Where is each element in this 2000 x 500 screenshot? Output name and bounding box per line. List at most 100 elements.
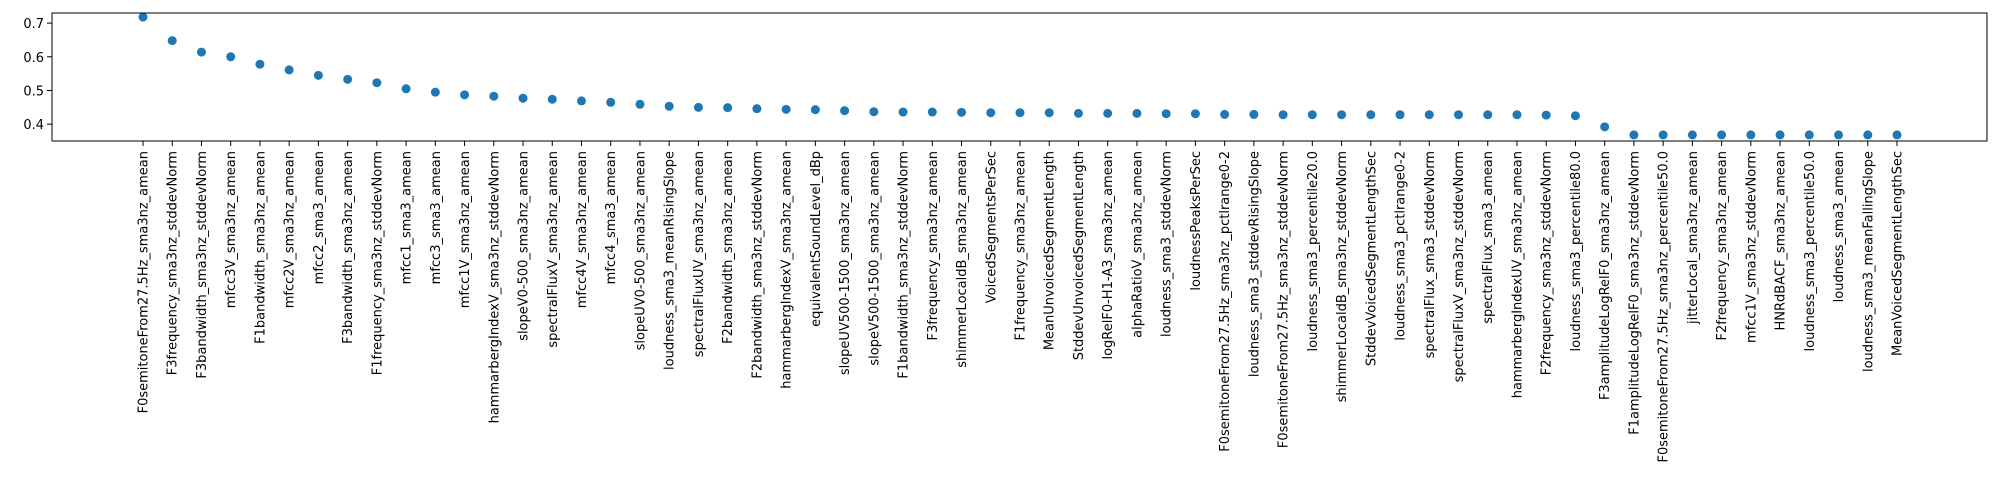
data-point: [518, 93, 528, 103]
y-tick-label: 0.7: [23, 17, 44, 32]
x-tick-label: spectralFluxUV_sma3nz_amean: [692, 151, 707, 357]
x-tick-label: StddevVoicedSegmentLengthSec: [1364, 151, 1379, 366]
data-point: [1775, 130, 1785, 140]
x-tick-label: F2bandwidth_sma3nz_amean: [721, 151, 736, 344]
x-tick-label: loudnessPeaksPerSec: [1189, 151, 1204, 291]
x-tick-label: spectralFluxV_sma3nz_amean: [546, 151, 561, 348]
x-tick-label: hammarbergIndexV_sma3nz_stddevNorm: [487, 151, 502, 423]
x-tick-label: loudness_sma3_amean: [1832, 151, 1847, 302]
data-point: [1600, 122, 1610, 132]
data-point: [1687, 130, 1697, 140]
data-point: [1863, 130, 1873, 140]
x-tick-label: hammarbergIndexV_sma3nz_amean: [780, 151, 795, 389]
x-tick-label: loudness_sma3_stddevRisingSlope: [1247, 151, 1262, 377]
x-tick-label: F2frequency_sma3nz_amean: [1715, 151, 1730, 341]
data-point: [1424, 110, 1434, 120]
data-point: [1746, 130, 1756, 140]
x-tick-label: F2bandwidth_sma3nz_stddevNorm: [750, 151, 765, 379]
x-tick-label: equivalentSoundLevel_dBp: [809, 151, 824, 327]
x-tick-label: HNRdBACF_sma3nz_amean: [1774, 151, 1789, 331]
data-point: [430, 87, 440, 97]
data-point: [1483, 110, 1493, 120]
data-point: [986, 108, 996, 118]
data-point: [1103, 108, 1113, 118]
x-tick-label: F3bandwidth_sma3nz_stddevNorm: [195, 151, 210, 379]
x-tick-label: MeanVoicedSegmentLengthSec: [1891, 151, 1906, 356]
x-tick-label: F1frequency_sma3nz_amean: [1014, 151, 1029, 341]
data-point: [1804, 130, 1814, 140]
x-tick-label: StddevUnvoicedSegmentLength: [1072, 151, 1087, 360]
data-point: [1044, 108, 1054, 118]
data-point: [693, 102, 703, 112]
data-point: [138, 12, 148, 22]
data-point: [898, 107, 908, 117]
plot-area-frame: [51, 12, 1988, 142]
x-tick-label: loudness_sma3_pctlrange0-2: [1394, 151, 1409, 341]
data-point: [1249, 109, 1259, 119]
x-tick-label: spectralFlux_sma3_amean: [1481, 151, 1496, 324]
data-point: [606, 97, 616, 107]
x-tick-label: F0semitoneFrom27.5Hz_sma3nz_stddevNorm: [1277, 151, 1292, 448]
data-point: [664, 101, 674, 111]
data-points: [138, 12, 1902, 140]
x-tick-label: F0semitoneFrom27.5Hz_sma3nz_percentile50…: [1657, 151, 1672, 463]
data-point: [167, 36, 177, 46]
data-point: [723, 103, 733, 113]
x-tick-label: mfcc4_sma3_amean: [604, 151, 619, 284]
data-point: [313, 70, 323, 80]
data-point: [1366, 110, 1376, 120]
data-point: [1220, 109, 1230, 119]
data-point: [1337, 110, 1347, 120]
x-tick-label: mfcc1V_sma3nz_stddevNorm: [1744, 151, 1759, 343]
x-tick-label: shimmerLocaldB_sma3nz_amean: [955, 151, 970, 368]
x-tick-label: loudness_sma3_percentile20.0: [1306, 151, 1321, 351]
x-tick-label: F3frequency_sma3nz_amean: [926, 151, 941, 341]
x-tick-label: mfcc3V_sma3nz_amean: [224, 151, 239, 308]
x-tick-label: F3frequency_sma3nz_stddevNorm: [166, 151, 181, 375]
data-point: [1278, 110, 1288, 120]
data-point: [1190, 109, 1200, 119]
x-tick-label: slopeV500-1500_sma3nz_amean: [867, 151, 882, 366]
x-tick-label: slopeUV0-500_sma3nz_amean: [633, 151, 648, 350]
x-tick-label: loudness_sma3_percentile80.0: [1569, 151, 1584, 351]
x-tick-label: spectralFluxV_sma3nz_stddevNorm: [1452, 151, 1467, 382]
x-tick-label: mfcc4V_sma3nz_amean: [575, 151, 590, 308]
data-point: [781, 104, 791, 114]
x-tick-label: logRelF0-H1-A3_sma3nz_amean: [1101, 151, 1116, 360]
data-point: [372, 78, 382, 88]
data-point: [1161, 109, 1171, 119]
data-point: [1512, 110, 1522, 120]
data-point: [577, 96, 586, 106]
data-point: [196, 47, 206, 57]
data-point: [1629, 130, 1639, 140]
x-tick-label: mfcc2_sma3_amean: [312, 151, 327, 284]
x-tick-label: mfcc3_sma3_amean: [429, 151, 444, 284]
x-tick-label: F3bandwidth_sma3nz_amean: [341, 151, 356, 344]
x-tick-label: F2frequency_sma3nz_stddevNorm: [1540, 151, 1555, 375]
x-tick-label: F3amplitudeLogRelF0_sma3nz_amean: [1598, 151, 1613, 400]
data-point: [635, 99, 645, 109]
y-tick-label: 0.5: [23, 84, 44, 99]
x-tick-label: mfcc2V_sma3nz_amean: [283, 151, 298, 308]
x-tick-label: MeanUnvoicedSegmentLength: [1043, 151, 1058, 350]
data-point: [226, 52, 236, 62]
x-tick-label: alphaRatioV_sma3nz_amean: [1130, 151, 1145, 338]
x-tick-label: mfcc1V_sma3nz_amean: [458, 151, 473, 308]
data-point: [1717, 130, 1727, 140]
y-tick-label: 0.4: [23, 118, 44, 133]
data-point: [810, 105, 820, 115]
data-point: [957, 107, 967, 117]
x-tick-label: loudness_sma3_meanRisingSlope: [663, 151, 678, 370]
data-point: [1307, 110, 1317, 120]
data-point: [1541, 110, 1551, 120]
data-point: [1658, 130, 1668, 140]
data-point: [869, 107, 879, 117]
x-tick-label: shimmerLocaldB_sma3nz_stddevNorm: [1335, 151, 1350, 402]
x-tick-label: mfcc1_sma3_amean: [400, 151, 415, 284]
x-tick-label: loudness_sma3_stddevNorm: [1160, 151, 1175, 337]
data-point: [343, 74, 353, 84]
x-tick-label: F1frequency_sma3nz_stddevNorm: [370, 151, 385, 375]
data-point: [1570, 111, 1580, 121]
x-tick-label: loudness_sma3_percentile50.0: [1803, 151, 1818, 351]
x-tick-label: VoicedSegmentsPerSec: [984, 151, 999, 303]
